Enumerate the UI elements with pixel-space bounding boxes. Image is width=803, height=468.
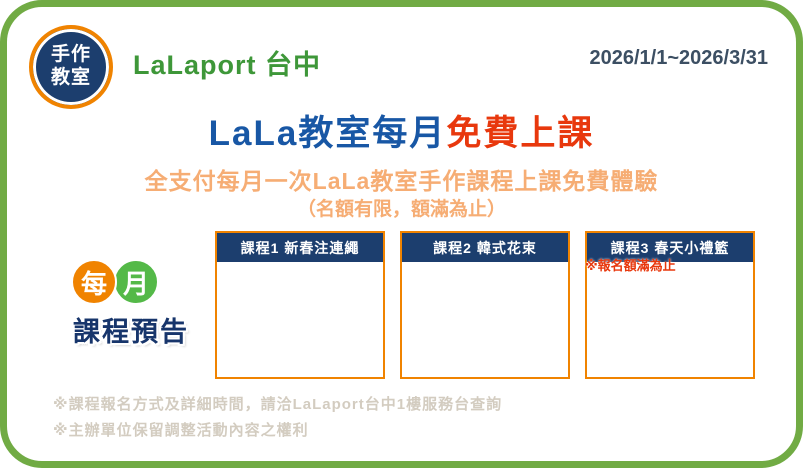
craft-class-badge: 手作 教室 bbox=[29, 25, 113, 109]
course-card-3-image-area bbox=[587, 262, 753, 377]
monthly-circle-mei: 每 bbox=[71, 259, 117, 305]
course-card-1-header: 課程1 新春注連繩 bbox=[217, 233, 383, 262]
promo-date-range: 2026/1/1~2026/3/31 bbox=[589, 47, 768, 69]
monthly-circle-yue: 月 bbox=[113, 259, 159, 305]
badge-line1: 手作 bbox=[50, 44, 91, 66]
course-card-3: 課程3 春天小禮籃 bbox=[585, 231, 755, 379]
footnote-line2: ※主辦單位保留調整活動內容之權利 bbox=[53, 422, 309, 439]
subtitle-line1: 全支付每月一次LaLa教室手作課程上課免費體驗 bbox=[144, 168, 659, 194]
red-note: ※報名額滿為止 bbox=[585, 258, 676, 273]
main-title-blue: LaLa教室每月 bbox=[208, 114, 447, 153]
course-card-2-image-area bbox=[402, 262, 568, 377]
course-card-row: 課程1 新春注連繩 課程2 韓式花束 課程3 春天小禮籃 bbox=[215, 231, 755, 379]
course-card-2-header: 課程2 韓式花束 bbox=[402, 233, 568, 262]
footnote-line1: ※課程報名方式及詳細時間，請洽LaLaport台中1樓服務台查詢 bbox=[53, 396, 503, 413]
main-title: LaLa教室每月免費上課 bbox=[7, 105, 796, 156]
course-card-3-header: 課程3 春天小禮籃 bbox=[587, 233, 753, 262]
course-card-1-image-area bbox=[217, 262, 383, 377]
subtitle-line2: （名額有限，額滿為止） bbox=[296, 199, 506, 220]
monthly-schedule-label: 課程預告 bbox=[73, 317, 189, 347]
badge-line2: 教室 bbox=[50, 67, 91, 88]
brand-title: LaLaport 台中 bbox=[133, 50, 322, 80]
course-card-1: 課程1 新春注連繩 bbox=[215, 231, 385, 379]
main-title-red: 免費上課 bbox=[446, 114, 595, 153]
course-card-2: 課程2 韓式花束 bbox=[400, 231, 570, 379]
